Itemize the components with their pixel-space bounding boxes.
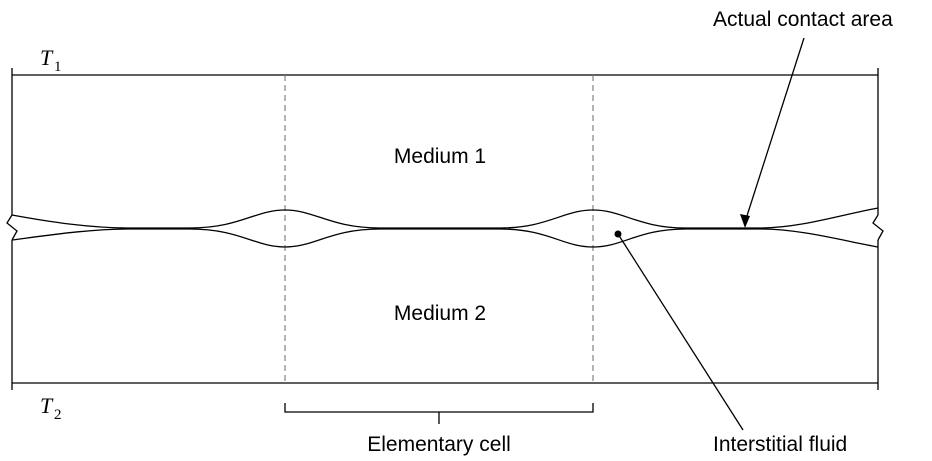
interstitial-fluid-label: Interstitial fluid	[713, 433, 847, 456]
upper-surface-profile	[11, 207, 879, 229]
fluid-leader	[617, 233, 744, 431]
contact-area-label: Actual contact area	[713, 8, 893, 31]
medium-1-label: Medium 1	[394, 145, 486, 168]
right-break-mark	[872, 214, 884, 241]
left-break-mark	[6, 214, 18, 241]
temperature-top-symbol: T	[40, 45, 54, 70]
temperature-bottom-symbol: T	[40, 393, 54, 418]
elementary-cell-brace	[284, 403, 594, 424]
contact-area-arrowhead	[740, 214, 750, 228]
lower-surface-profile	[11, 228, 879, 248]
elementary-cell-label: Elementary cell	[367, 433, 511, 456]
medium-2-label: Medium 2	[394, 302, 486, 325]
temperature-bottom-subscript: 2	[54, 407, 62, 423]
temperature-top-subscript: 1	[54, 59, 62, 75]
contact-area-leader	[744, 37, 805, 223]
